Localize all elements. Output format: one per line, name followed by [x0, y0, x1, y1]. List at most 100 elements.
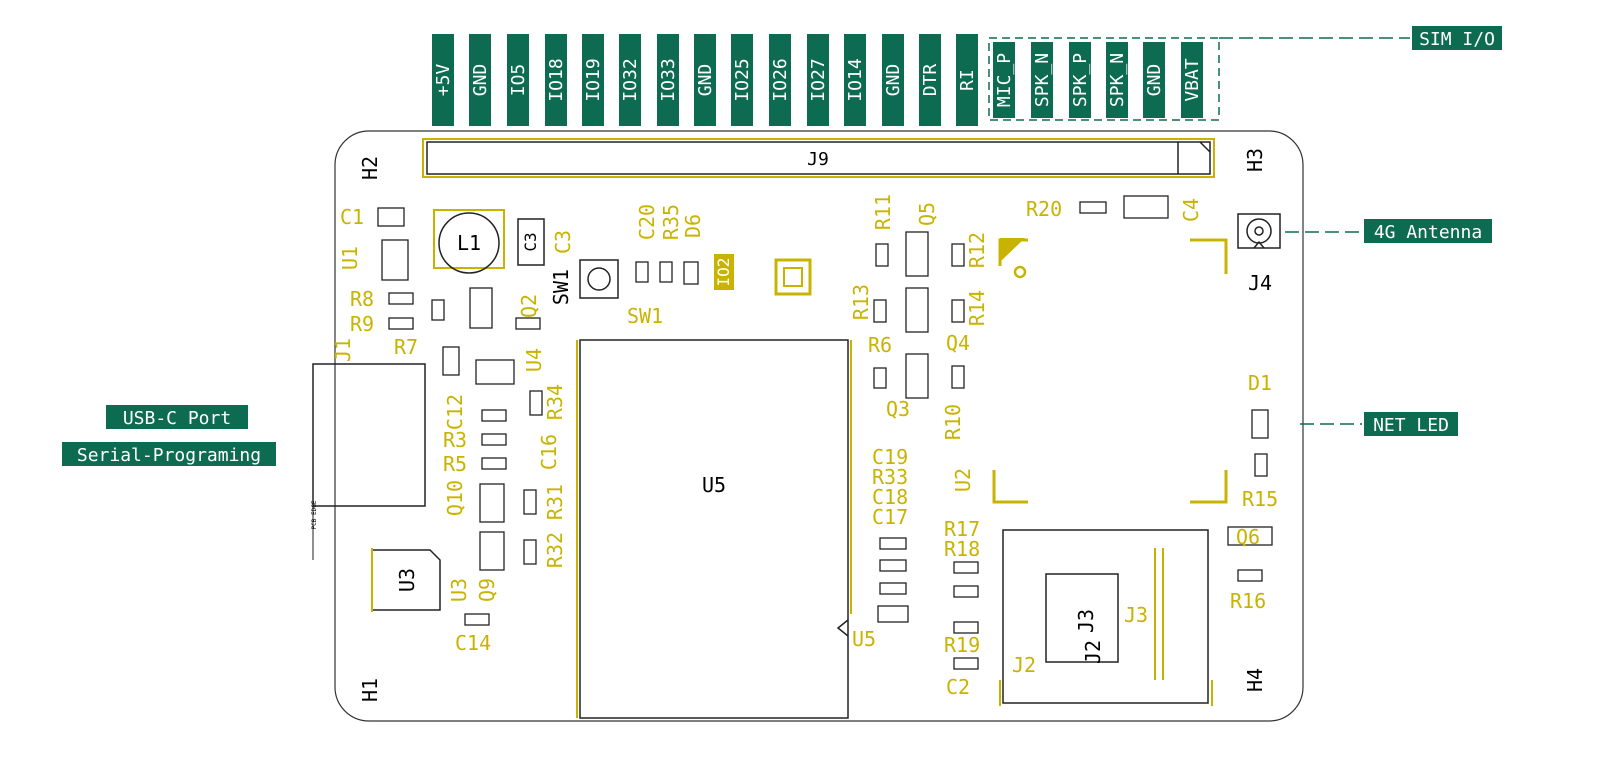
silk-label: R13 — [849, 284, 873, 320]
pin-label: MIC_P — [994, 53, 1015, 107]
silk-label: J1 — [331, 338, 355, 362]
silk-label: R20 — [1026, 197, 1062, 221]
io2-label: IO2 — [714, 258, 733, 287]
silk-label: Q9 — [475, 578, 499, 602]
l1-label: L1 — [457, 231, 481, 255]
silk-label: Q5 — [915, 202, 939, 226]
silk-label: R15 — [1242, 487, 1278, 511]
silk-label: J2 — [1012, 653, 1036, 677]
silk-label: R10 — [941, 404, 965, 440]
pin-label: SPK_N — [1107, 53, 1128, 107]
pin-label: GND — [695, 64, 716, 97]
silk-label: R12 — [965, 232, 989, 268]
hole-h1: H1 — [358, 678, 382, 702]
silk-label: U4 — [522, 348, 546, 372]
silk-label: SW1 — [627, 304, 663, 328]
silk-label: C16 — [537, 434, 561, 470]
silk-label: U5 — [852, 627, 876, 651]
silk-label: C20 — [635, 204, 659, 240]
j3-body-label: J3 — [1074, 609, 1098, 633]
u5-module: U5 — [576, 339, 852, 719]
sw1-button: SW1 — [549, 259, 619, 305]
pin-label: IO33 — [658, 58, 679, 101]
silk-label: Q10 — [443, 480, 467, 516]
silk-label: J4 — [1248, 271, 1272, 295]
sim-pin-labels: MIC_P SPK_N SPK_P SPK_N GND VBAT — [988, 37, 1410, 121]
board-outline — [334, 130, 1304, 722]
pin-label: IO32 — [620, 58, 641, 101]
silk-label: C4 — [1179, 198, 1203, 222]
c3-body-label: C3 — [521, 232, 540, 251]
silk-label: R33 — [872, 465, 908, 489]
pin-label: GND — [470, 64, 491, 97]
pin-label: IO18 — [546, 58, 567, 101]
pin-label: +5V — [433, 64, 454, 97]
u2-outline — [992, 238, 1228, 504]
small-components — [377, 195, 1273, 670]
antenna-annotation: 4G Antenna — [1374, 222, 1482, 243]
j9-label: J9 — [807, 149, 829, 170]
pin-label: IO14 — [845, 58, 866, 101]
side-annotations: SIM I/O 4G Antenna NET LED USB-C Port Se… — [62, 26, 1502, 466]
hole-h3: H3 — [1243, 148, 1267, 172]
usb-connector: PCB EDGE — [311, 363, 426, 560]
u5-body-label: U5 — [702, 473, 726, 497]
silk-label: C19 — [872, 445, 908, 469]
silk-label: C2 — [946, 675, 970, 699]
u3-body-label: U3 — [395, 568, 419, 592]
pin-label: IO27 — [808, 58, 829, 101]
pin-label: RI — [957, 69, 978, 91]
hole-h4: H4 — [1243, 668, 1267, 692]
pin-label: VBAT — [1182, 58, 1203, 102]
mounting-holes: H2 H1 H3 H4 — [358, 148, 1267, 702]
silk-label: U2 — [951, 468, 975, 492]
sw1-body-label: SW1 — [549, 269, 573, 305]
pin-label: IO5 — [508, 64, 529, 97]
pin-label: GND — [1144, 64, 1165, 97]
silk-label: Q4 — [946, 331, 970, 355]
silk-label: R18 — [944, 537, 980, 561]
silk-label: C17 — [872, 505, 908, 529]
pin-label: SPK_P — [1070, 53, 1091, 107]
silk-label: Q3 — [886, 397, 910, 421]
hole-h2: H2 — [358, 156, 382, 180]
silk-label: R8 — [350, 287, 374, 311]
pin-label: IO25 — [732, 58, 753, 101]
silk-label: J3 — [1124, 603, 1148, 627]
silk-label: U1 — [338, 246, 362, 270]
pin-label: IO19 — [583, 58, 604, 101]
l1-inductor: L1 — [433, 209, 505, 274]
sim-io-annotation: SIM I/O — [1419, 29, 1495, 50]
silk-label: C14 — [455, 631, 491, 655]
header-pin-labels: +5V GND IO5 IO18 IO19 IO32 IO33 GND IO25… — [432, 34, 978, 126]
sim-socket: J3 J2 — [999, 529, 1213, 706]
silk-label: R31 — [543, 484, 567, 520]
silk-label: R5 — [443, 452, 467, 476]
silk-label: R19 — [944, 633, 980, 657]
serial-annotation: Serial-Programing — [77, 445, 261, 466]
j2-body-label: J2 — [1081, 640, 1105, 664]
silk-label: D6 — [681, 214, 705, 238]
silk-label: Q6 — [1236, 525, 1260, 549]
silk-label: C3 — [551, 230, 575, 254]
u3-chip: U3 — [371, 548, 441, 612]
pin-label: GND — [883, 64, 904, 97]
silk-labels: C1 U1 R8 R9 R7 J1 Q2 U4 C12 R34 R3 R5 C1… — [331, 194, 1278, 699]
silk-label: R6 — [868, 333, 892, 357]
silk-label: R34 — [543, 384, 567, 420]
j9-header: J9 — [422, 138, 1215, 178]
silk-label: R9 — [350, 312, 374, 336]
io2-led: IO2 — [714, 254, 812, 296]
silk-label: R16 — [1230, 589, 1266, 613]
silk-label: C1 — [340, 205, 364, 229]
pin-label: DTR — [920, 64, 941, 97]
silk-label: Q2 — [517, 294, 541, 318]
silk-label: D1 — [1248, 371, 1272, 395]
logo-icon — [774, 258, 812, 296]
silk-label: R3 — [443, 428, 467, 452]
silk-label: R17 — [944, 517, 980, 541]
j4-antenna-connector — [1237, 213, 1281, 249]
pin-label: IO26 — [770, 58, 791, 101]
silk-label: R11 — [871, 194, 895, 230]
